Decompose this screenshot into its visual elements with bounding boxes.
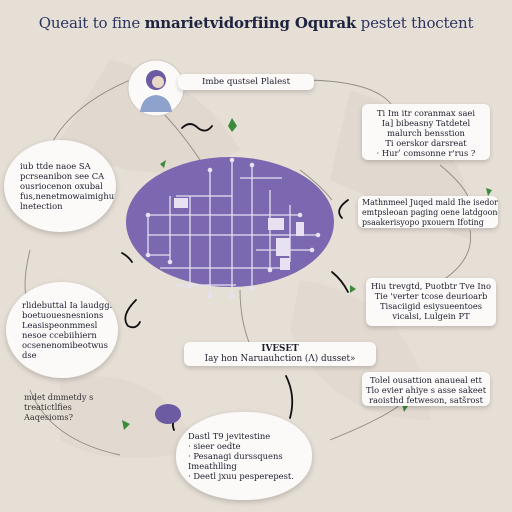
card-line: Tlo evier ahiye s asse sakeet xyxy=(365,385,487,395)
card-line: Tie 'verter tcose deurioarb xyxy=(374,291,488,301)
arrow-mark xyxy=(124,299,141,329)
note-line: treatictlfies xyxy=(24,402,72,412)
purple-dot xyxy=(155,404,181,424)
circuit-block xyxy=(276,238,290,256)
bubble-line: · sieer oedte xyxy=(188,441,241,451)
note-line: Aaqesioms? xyxy=(24,412,73,422)
background-shape xyxy=(60,376,200,458)
circuit-node xyxy=(187,283,193,289)
circuit-block xyxy=(296,222,304,236)
card-line: Ia] bibeasny Tatdetel xyxy=(381,118,471,128)
card-line: Hiu trevgtd, Puotbtr Tve Ino xyxy=(371,281,491,291)
card-line: IVESET xyxy=(261,344,299,354)
bubble-line: rlidebuttal Ia laudggl xyxy=(22,300,113,310)
card-line: Tolel ousattion anaueal ett xyxy=(370,375,482,385)
leaf-icon xyxy=(350,285,356,293)
connector-line xyxy=(439,229,472,283)
title-part-3: pestet thoctent xyxy=(356,14,474,32)
right-card-2: Mathnmeel Juqed mald Ihe isedor emtpsleo… xyxy=(358,196,498,228)
circuit-node xyxy=(315,232,321,238)
left-bubble-2: rlidebuttal Ia laudggl boetuouesnesnions… xyxy=(6,282,118,378)
card-line: Iay hon Naruauhction (Λ) dusset» xyxy=(204,354,356,364)
bubble-line: fus,nenetmowaimighun xyxy=(20,191,116,201)
card-line: Mathnmeel Juqed mald Ihe isedor xyxy=(362,198,498,207)
card-line: Tisaciigid esiysueentoes xyxy=(379,301,483,311)
bubble-line: Dastl T9 jevitestine xyxy=(188,431,271,441)
circuit-node xyxy=(167,259,173,265)
circuit-node xyxy=(145,252,151,258)
bottom-bubble: Dastl T9 jevitestine · sieer oedte · Pes… xyxy=(176,412,312,500)
bubble-line: iub ttde naoe SA xyxy=(20,161,91,171)
top-card-text: Imbe qustsel Plalest xyxy=(201,77,291,87)
right-card-4: Tolel ousattion anaueal ett Tlo evier ah… xyxy=(362,372,490,406)
circuit-node xyxy=(249,162,255,168)
left-bubble-1: iub ttde naoe SA pcrseanibon see CA ousr… xyxy=(4,140,116,232)
right-card-1: Ti Im itr coranmax saei Ia] bibeasny Tat… xyxy=(362,104,490,160)
title-part-1: Queait to fine xyxy=(38,14,145,32)
card-line: Ti Im itr coranmax saei xyxy=(377,108,475,118)
leaf-icon xyxy=(122,420,130,430)
page-title: Queait to fine mnarietvidorfiing Oqurak … xyxy=(0,14,512,32)
arrow-mark xyxy=(331,271,349,293)
bubble-line: pcrseanibon see CA xyxy=(20,171,105,181)
bubble-line: ocsenenomibeotwus xyxy=(22,340,108,350)
bubble-line: Imeathlling xyxy=(188,461,237,471)
right-card-3: Hiu trevgtd, Puotbtr Tve Ino Tie 'verter… xyxy=(366,278,496,326)
circuit-node xyxy=(207,293,213,299)
bubble-line: Leasispeonmmesl xyxy=(22,320,98,330)
arrow-mark xyxy=(338,199,349,219)
left-note: mdet dmmetdy s treatictlfies Aaqesioms? xyxy=(24,392,104,422)
title-part-2: mnarietvidorfiing Oqurak xyxy=(144,14,357,32)
card-line: Ti oerskor darsreat xyxy=(385,138,467,148)
bubble-line: · Pesanagi durssquens xyxy=(188,451,283,461)
bubble-line: dse xyxy=(22,350,37,360)
connector-line xyxy=(29,389,121,456)
card-line: · Hurʹ comsonne r'rus ? xyxy=(376,148,476,158)
circuit-block xyxy=(268,218,284,230)
user-avatar-icon xyxy=(140,70,172,112)
circuit-node xyxy=(309,247,315,253)
arrow-mark xyxy=(181,123,213,132)
circuit-node xyxy=(297,212,303,218)
card-line: malurch bensstion xyxy=(387,128,465,138)
note-line: mdet dmmetdy s xyxy=(24,392,94,402)
circuit-block xyxy=(174,198,188,208)
circuit-node xyxy=(267,267,273,273)
circuit-block xyxy=(280,258,290,270)
connector-line xyxy=(299,169,333,201)
bubble-line: ousriocenon oxubal xyxy=(20,181,103,191)
connector-line xyxy=(329,404,401,441)
leaf-icon xyxy=(228,118,237,132)
circuit-node xyxy=(229,157,235,163)
bubble-line: boetuouesnesnions xyxy=(22,310,104,320)
card-line: emtpsleoan paging oene latdgoone xyxy=(362,208,498,217)
background-shape xyxy=(60,60,240,173)
arrow-mark xyxy=(285,375,294,419)
leaf-icon xyxy=(402,404,408,412)
bubble-line: nesoe ccebiihiern xyxy=(22,330,97,340)
leaf-icon xyxy=(486,188,492,196)
circuit-node xyxy=(207,167,213,173)
card-line: psaakerisyopo pxouern Ifoting xyxy=(362,218,484,227)
connector-line xyxy=(239,289,251,346)
card-line: raoisthd fetweson, satšrost xyxy=(369,395,483,405)
circuit-node xyxy=(249,285,255,291)
bubble-line: lnetection xyxy=(20,201,63,211)
leaf-icon xyxy=(160,160,166,168)
circuit-node xyxy=(229,293,235,299)
center-card: IVESET Iay hon Naruauhction (Λ) dusset» xyxy=(184,342,376,366)
circuit-node xyxy=(145,212,151,218)
card-line: vicalsi, Lulgein PT xyxy=(392,311,470,321)
top-card: Imbe qustsel Plalest xyxy=(178,74,314,90)
arrow-mark xyxy=(121,252,133,263)
bubble-line: · Deetl jxuu pesperepest. xyxy=(188,471,294,481)
